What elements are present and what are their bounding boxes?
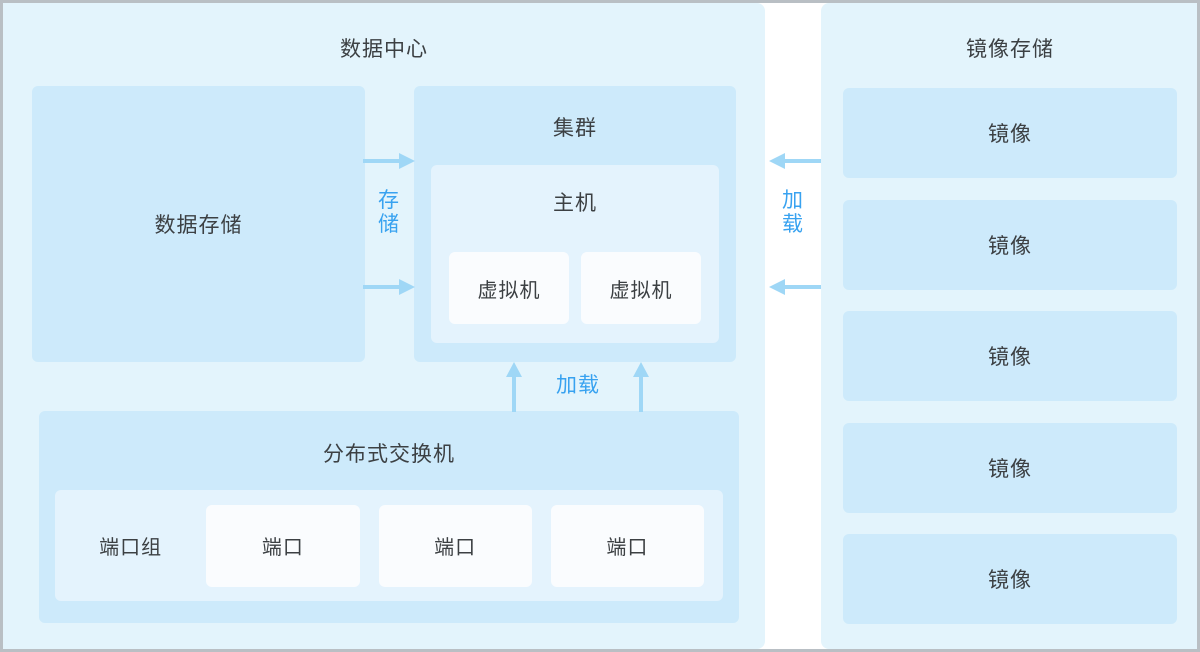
port-box[interactable]: 端口 (206, 504, 360, 587)
distributed-switch-box[interactable]: 分布式交换机 端口组 端口 端口 端口 (39, 411, 739, 623)
image-storage-title: 镜像存储 (966, 38, 1054, 61)
port-box[interactable]: 端口 (550, 504, 704, 587)
image-storage-panel: 镜像存储 镜像 镜像 镜像 镜像 镜像 (821, 3, 1197, 649)
switch-load-arrow-right (633, 362, 649, 412)
image-load-arrow-bottom (769, 279, 821, 295)
distributed-switch-title: 分布式交换机 (323, 443, 455, 466)
datacenter-title: 数据中心 (340, 38, 428, 61)
vm-box[interactable]: 虚拟机 (449, 252, 569, 324)
image-item[interactable]: 镜像 (843, 534, 1177, 624)
port-group-box[interactable]: 端口组 端口 端口 端口 (55, 490, 723, 601)
host-title: 主机 (553, 192, 597, 215)
switch-load-arrow-left (506, 362, 522, 412)
port-box[interactable]: 端口 (378, 504, 532, 587)
port-group-label: 端口组 (99, 537, 163, 559)
image-item[interactable]: 镜像 (843, 423, 1177, 513)
storage-arrow-label-line2: 储 (378, 212, 400, 236)
image-load-arrow-label-line1: 加 (782, 189, 804, 212)
data-storage-label: 数据存储 (154, 214, 243, 237)
storage-arrow-label: 存 储 (376, 189, 402, 236)
host-box[interactable]: 主机 虚拟机 虚拟机 (431, 165, 719, 343)
vm-row: 虚拟机 虚拟机 (449, 252, 701, 324)
storage-arrow-bottom (363, 279, 415, 295)
vm-box[interactable]: 虚拟机 (581, 252, 701, 324)
datacenter-panel: 数据中心 数据存储 集群 主机 虚拟机 虚拟机 分布式交换机 端口组 端口 端口 (3, 3, 765, 649)
switch-load-arrow-label: 加载 (556, 374, 600, 397)
storage-arrow-label-line1: 存 (378, 189, 400, 212)
image-load-arrow-label-line2: 载 (782, 212, 804, 236)
image-item[interactable]: 镜像 (843, 311, 1177, 401)
image-item[interactable]: 镜像 (843, 200, 1177, 290)
image-item[interactable]: 镜像 (843, 88, 1177, 178)
cluster-title: 集群 (553, 117, 597, 140)
data-storage-box[interactable]: 数据存储 (32, 86, 365, 362)
image-load-arrow-label: 加 载 (780, 189, 806, 236)
cluster-box[interactable]: 集群 主机 虚拟机 虚拟机 (414, 86, 736, 362)
image-load-arrow-top (769, 153, 821, 169)
storage-arrow-top (363, 153, 415, 169)
